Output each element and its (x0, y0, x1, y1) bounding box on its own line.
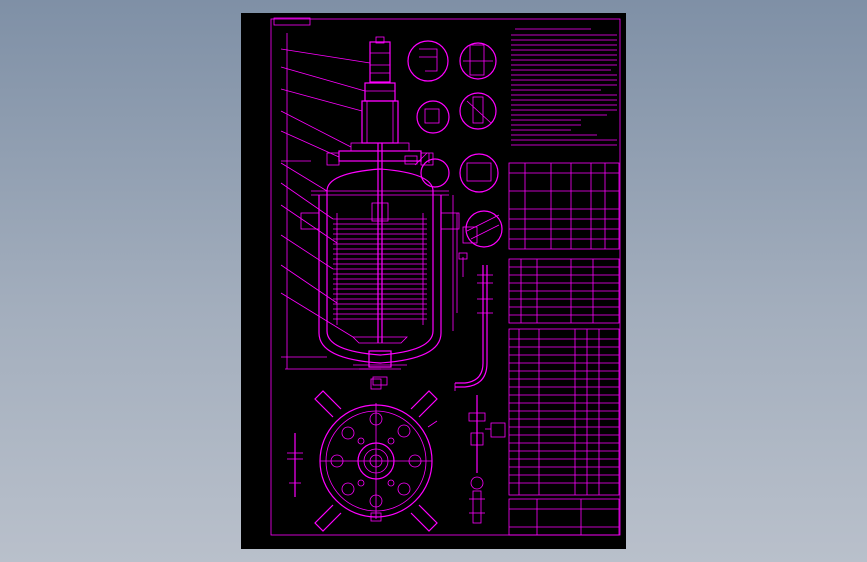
nozzle-table (508, 258, 620, 324)
detail-c (416, 100, 450, 134)
parts-list-table (508, 328, 620, 496)
detail-views (407, 40, 503, 248)
technical-notes (511, 28, 617, 146)
heating-coil (333, 213, 427, 325)
detail-b (459, 42, 497, 80)
jacket (318, 195, 442, 364)
drawing-frame (270, 18, 621, 536)
reducer-icon (364, 82, 396, 102)
detail-g (465, 210, 503, 248)
motor-icon (369, 41, 391, 83)
pipe-detail (454, 252, 493, 391)
title-tag-box (273, 17, 311, 26)
small-part-left (287, 433, 303, 497)
top-plan-view (314, 378, 438, 532)
vessel-shell (326, 168, 434, 356)
vessel-elevation (280, 33, 460, 386)
support-lug-left (300, 212, 320, 230)
detail-d (459, 92, 497, 130)
detail-a (407, 40, 449, 82)
drawing-sheet (241, 13, 626, 549)
spec-table (508, 162, 620, 250)
detail-f (420, 158, 450, 188)
support-lug-right (440, 212, 460, 230)
lug-sw (314, 504, 342, 532)
detail-e (459, 153, 499, 193)
lug-se (410, 504, 438, 532)
lug-nw (314, 390, 342, 418)
title-block (508, 498, 620, 536)
small-part-middle (468, 395, 506, 524)
reactor-drawing (270, 17, 621, 536)
bottom-outlet (368, 350, 392, 368)
lug-ne (410, 390, 438, 418)
agitator-blade (352, 336, 408, 344)
